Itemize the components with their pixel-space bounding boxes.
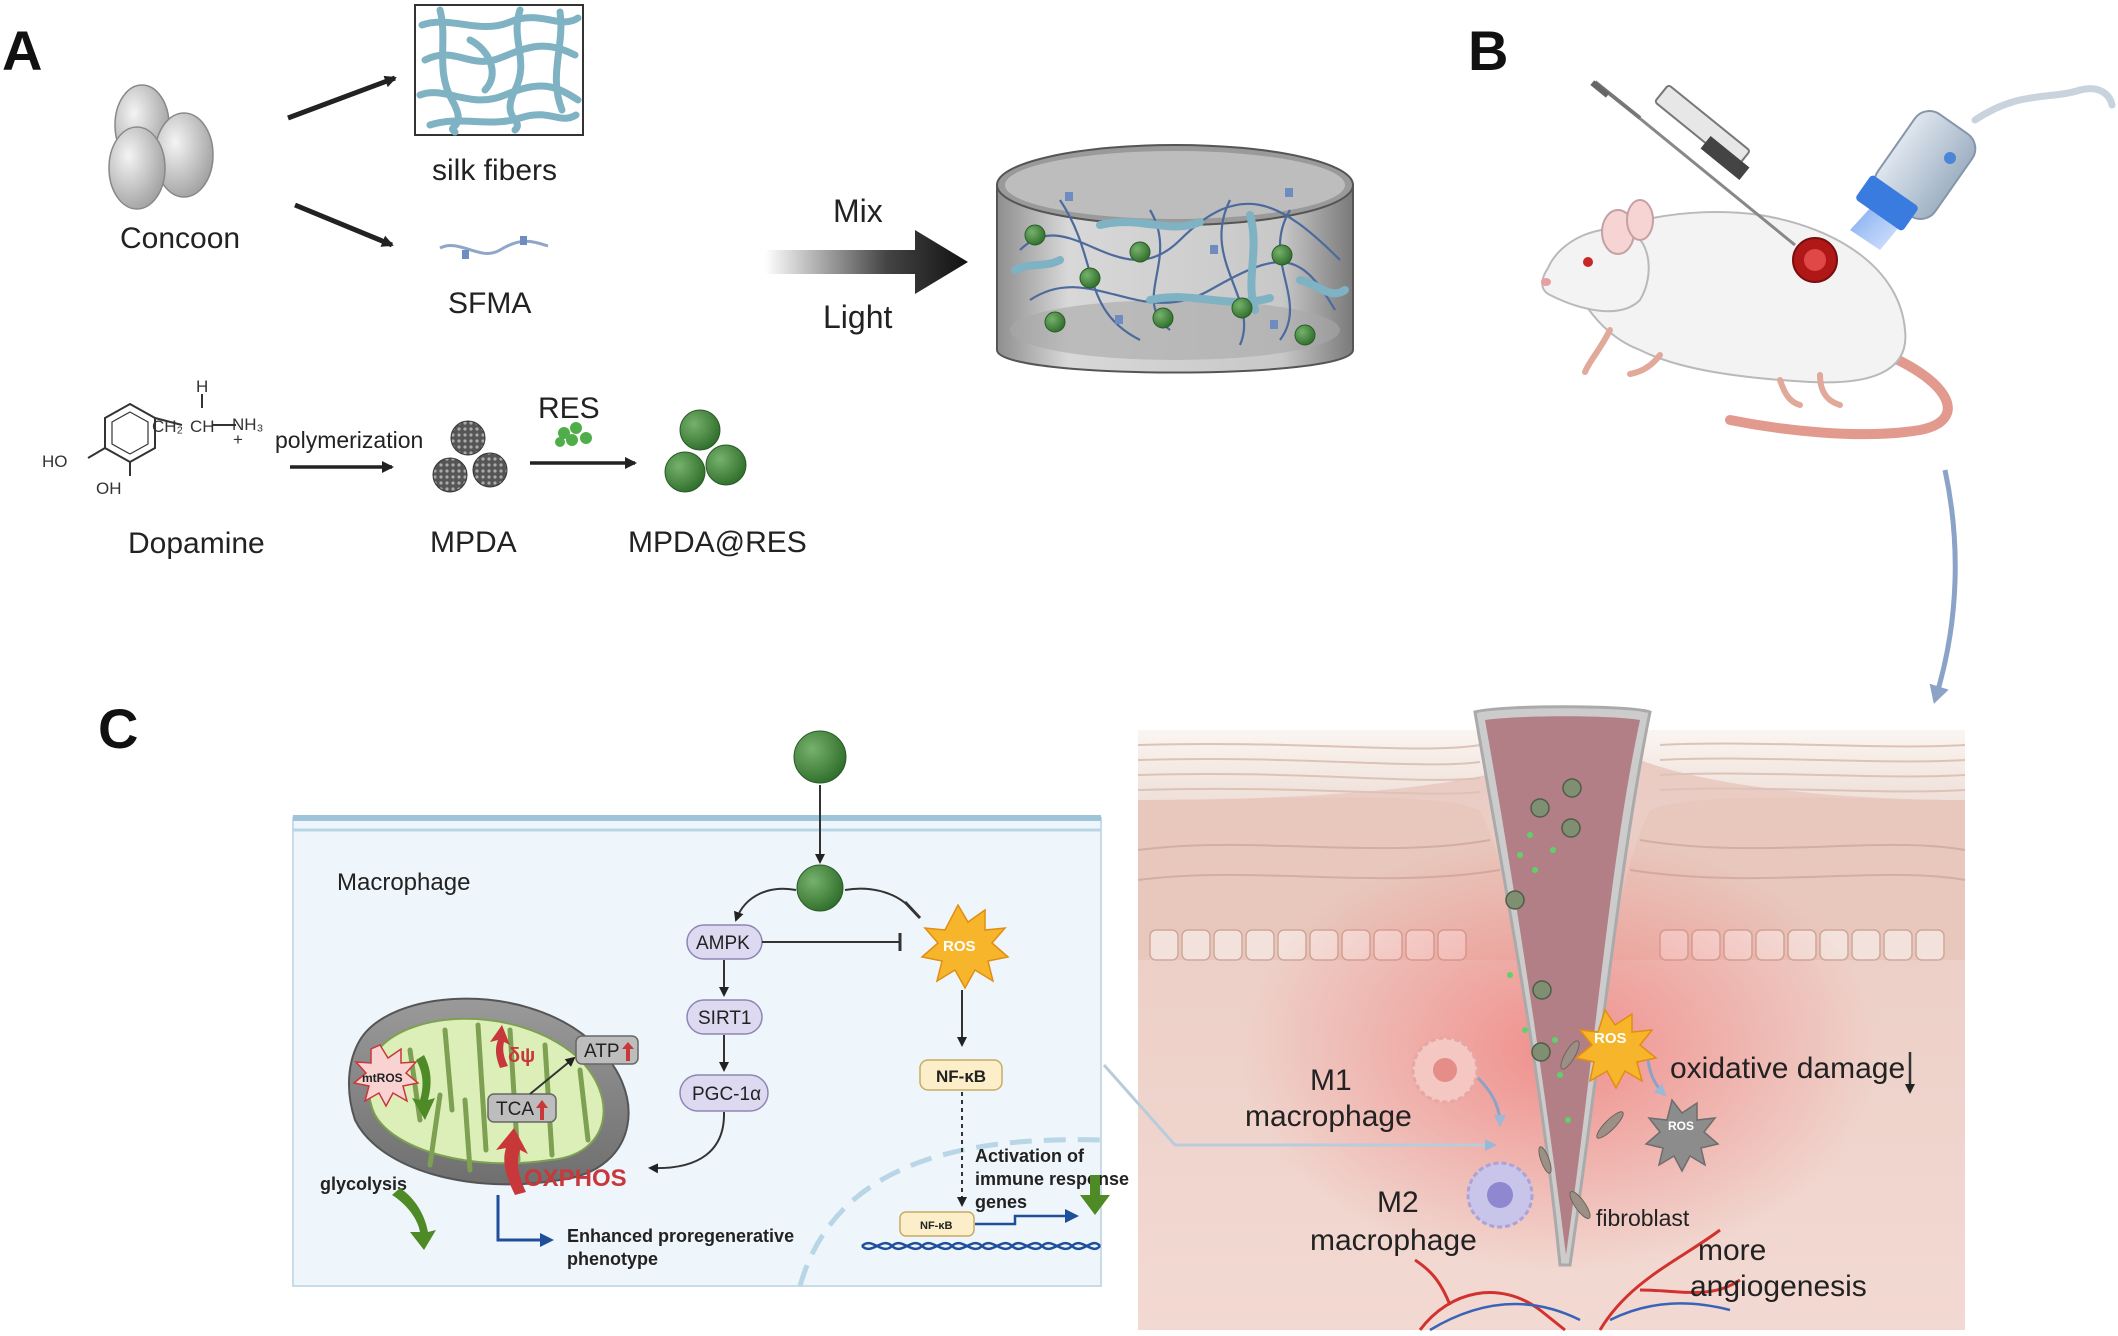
rat-icon [1541, 199, 1953, 440]
atp-node [575, 1035, 639, 1065]
wound-tissue: ROS ROS oxidative damage M1 macrophage M… [1137, 705, 1966, 1332]
silk-fibers-label: silk fibers [432, 154, 557, 187]
activation-label-2: immune response [975, 1169, 1129, 1189]
chem-ch: CH [190, 417, 215, 436]
panel-b: B [1468, 19, 2116, 704]
light-label: Light [823, 299, 893, 335]
oxphos-label: OXPHOS [524, 1165, 627, 1192]
nfkb-label: NF-κB [936, 1067, 986, 1086]
activation-label-1: Activation of [975, 1146, 1085, 1166]
fibroblast-label: fibroblast [1596, 1205, 1690, 1231]
hydrogel-scaffold [996, 144, 1354, 374]
arrow-to-silk [287, 75, 397, 121]
chem-ho: HO [42, 452, 68, 471]
m2-macrophage-icon [1466, 1161, 1534, 1229]
mtros-label: mtROS [362, 1071, 403, 1085]
connector-cell-to-tissue [1102, 1064, 1497, 1151]
enhanced-label-1: Enhanced proregenerative [567, 1226, 794, 1246]
sfma-label: SFMA [448, 287, 531, 320]
ampk-label: AMPK [696, 933, 750, 954]
down-arrow-green-genes [1080, 1175, 1110, 1215]
nfkb-small-label: NF-κB [920, 1220, 952, 1232]
panel-label-b: B [1468, 19, 1508, 82]
particle-outside [793, 730, 847, 784]
macrophage-label: Macrophage [337, 869, 470, 896]
syringe-icon [1590, 80, 1796, 247]
silk-fiber-icon [414, 4, 584, 136]
arrow-ros-decrease [1646, 1059, 1667, 1097]
panel-label-c: C [98, 697, 138, 760]
mpda-label: MPDA [430, 526, 517, 559]
fibroblast-icon [1538, 1040, 1624, 1219]
cocoon-label: Concoon [120, 222, 240, 255]
m1-label-2: macrophage [1245, 1100, 1412, 1133]
nfkb-node [919, 1059, 1003, 1091]
chem-h: H [196, 377, 208, 396]
mix-label: Mix [833, 193, 883, 229]
glycolysis-label: glycolysis [320, 1174, 407, 1194]
down-arrow-green-mtros [412, 1055, 435, 1120]
mtros-burst [352, 1044, 420, 1108]
angiogenesis-label-2: angiogenesis [1690, 1270, 1867, 1303]
activation-label-3: genes [975, 1192, 1027, 1212]
sfma-icon [439, 236, 549, 259]
ros-label-large: ROS [1594, 1030, 1627, 1047]
tca-label: TCA [496, 1099, 534, 1120]
up-arrow-red-dpsi [490, 1025, 510, 1068]
panel-c: C Macrophage AMPK SIRT1 PGC-1α ROS [98, 697, 1497, 1287]
ros-burst-cell [920, 903, 1010, 990]
arrow-to-sfma [294, 202, 394, 248]
pgc-node [679, 1074, 769, 1112]
arrow-b-to-tissue [1929, 469, 1958, 704]
mpda-res-label: MPDA@RES [628, 526, 807, 559]
mpda-res-particles [664, 409, 747, 493]
cocoon-icon [108, 84, 214, 210]
chem-oh: OH [96, 479, 122, 498]
ros-burst-small [1644, 1098, 1720, 1173]
chem-nh3: NH₃ [232, 415, 263, 434]
panel-label-a: A [2, 19, 42, 82]
dpsi-label: δψ [508, 1045, 535, 1067]
res-label: RES [538, 392, 600, 425]
chem-ch2: CH₂ [152, 417, 183, 436]
m1-label: M1 [1310, 1064, 1352, 1097]
oxidative-damage-label: oxidative damage [1670, 1052, 1905, 1085]
arrow-m1-to-m2 [1476, 1076, 1506, 1127]
panel-a: A Concoon silk fibers [2, 4, 1354, 560]
ultrasound-probe-icon [1850, 85, 2116, 250]
dopamine-structure [87, 394, 236, 476]
m1-macrophage-icon [1411, 1036, 1479, 1104]
ros-label-small: ROS [1668, 1119, 1694, 1133]
sirt1-label: SIRT1 [698, 1008, 752, 1029]
enhanced-label-2: phenotype [567, 1249, 658, 1269]
nucleus-boundary [797, 1137, 1102, 1287]
angiogenesis-label-1: more [1698, 1234, 1766, 1267]
ros-burst-large [1574, 1008, 1658, 1090]
nfkb-small-node [899, 1211, 975, 1237]
chem-plus: + [233, 430, 243, 449]
dopamine-label: Dopamine [128, 527, 265, 560]
pgc-label: PGC-1α [692, 1084, 761, 1105]
mpda-particles [432, 420, 508, 493]
ros-label-cell: ROS [943, 938, 976, 955]
down-arrow-green-glycolysis [392, 1188, 436, 1250]
polymerization-label: polymerization [275, 427, 423, 453]
up-arrow-red-oxphos [496, 1128, 528, 1195]
m2-label-2: macrophage [1310, 1224, 1477, 1257]
mitochondrion-icon [347, 997, 630, 1186]
mix-light-arrow [765, 230, 968, 294]
particle-inside [796, 864, 844, 912]
tca-node [487, 1093, 557, 1123]
res-molecules [555, 422, 592, 447]
sirt1-node [686, 999, 763, 1035]
atp-label: ATP [584, 1041, 620, 1062]
arrow-enhanced-phenotype [496, 1195, 554, 1247]
m2-label: M2 [1377, 1186, 1419, 1219]
